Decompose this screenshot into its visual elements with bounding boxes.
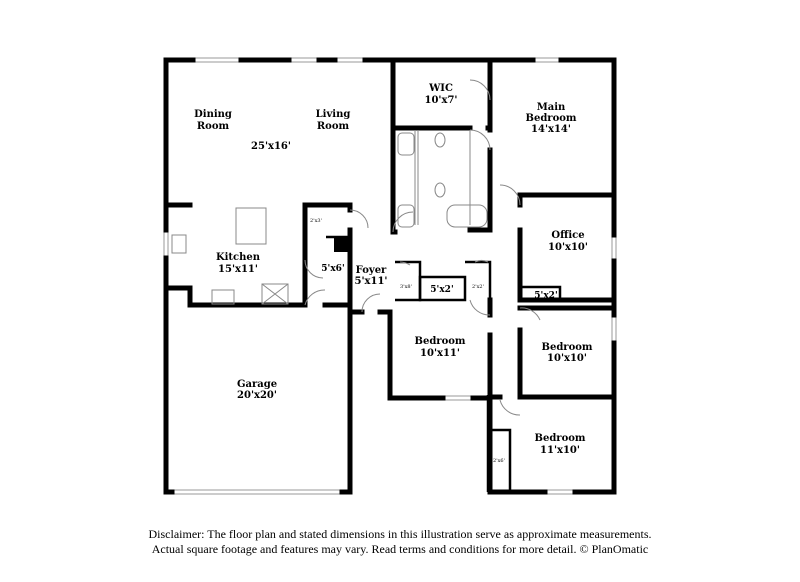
foyer-label: Foyer (356, 265, 387, 276)
dining-label-1: Dining (194, 109, 232, 120)
laundry-dims: 5'x6' (321, 264, 344, 274)
office-dims: 10'x10' (548, 242, 588, 253)
living-label-1: Living (316, 109, 351, 120)
foyer-dims: 5'x11' (355, 276, 388, 287)
closet-c-dims: 2'x2' (472, 284, 484, 290)
living-dims: 25'x16' (251, 141, 291, 152)
chimney (334, 238, 348, 252)
bedroom-3-label: Bedroom (542, 342, 593, 353)
main-bedroom-label-1: Main (537, 102, 566, 113)
main-bedroom-dims: 14'x14' (531, 124, 571, 135)
garage-label: Garage (237, 379, 277, 390)
bedroom-2-label: Bedroom (415, 336, 466, 347)
disclaimer-line-1: Disclaimer: The floor plan and stated di… (148, 527, 652, 541)
closet-b-dims: 3'x8' (400, 284, 412, 290)
disclaimer-line-2: Actual square footage and features may v… (151, 542, 649, 556)
dining-label-2: Room (197, 121, 230, 132)
doors (304, 79, 541, 416)
walls (163, 57, 617, 495)
closet-a-dims: 2'x3' (310, 218, 322, 224)
wic-label: WIC (428, 83, 453, 94)
hall-closet-2-dims: 5'x2' (534, 291, 557, 301)
bedroom-3-dims: 10'x10' (547, 353, 587, 364)
garage-dims: 20'x20' (237, 390, 277, 401)
office-label: Office (551, 230, 584, 241)
closet-d-dims: 2'x6' (493, 458, 505, 464)
hall-closet-1-dims: 5'x2' (430, 285, 453, 295)
bedroom-2-dims: 10'x11' (420, 348, 460, 359)
wic-dims: 10'x7' (425, 95, 458, 106)
kitchen-dims: 15'x11' (218, 264, 258, 275)
bedroom-4-label: Bedroom (535, 433, 586, 444)
bedroom-4-dims: 11'x10' (540, 445, 580, 456)
living-label-2: Room (317, 121, 350, 132)
room-labels: Dining Room Living Room 25'x16' WIC 10'x… (194, 83, 593, 464)
main-bedroom-label-2: Bedroom (526, 113, 577, 124)
fixtures (171, 132, 488, 305)
kitchen-label: Kitchen (216, 252, 261, 263)
